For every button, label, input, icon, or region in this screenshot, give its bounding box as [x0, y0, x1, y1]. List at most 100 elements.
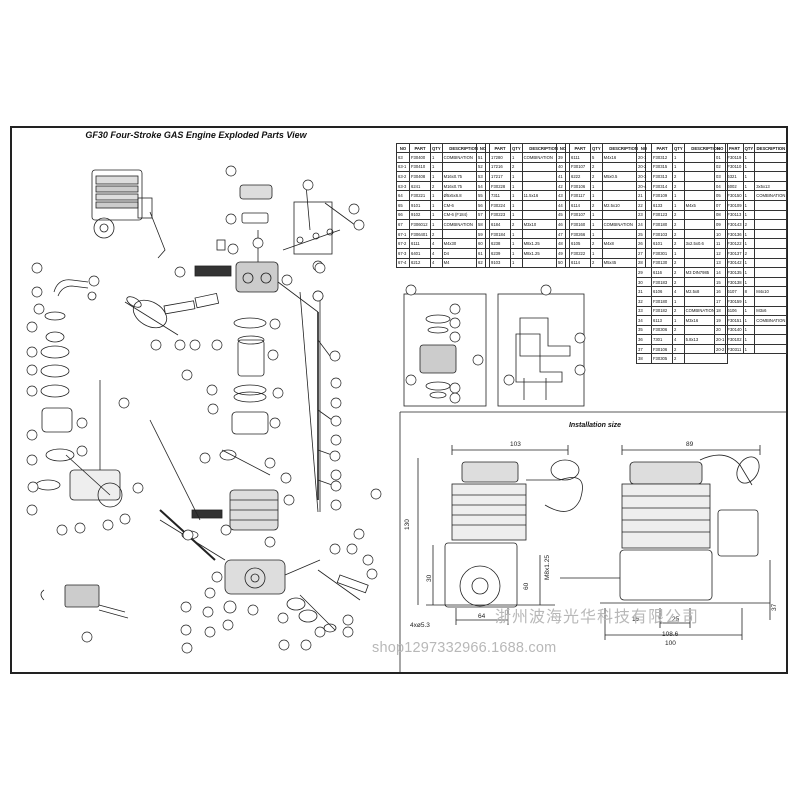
table-cell: 2 [742, 219, 756, 230]
table-cell: 17216 [489, 161, 511, 173]
table-header-cell: QTY [590, 143, 603, 153]
table-cell: F30183 [651, 276, 673, 288]
table-header-cell: QTY [510, 143, 523, 153]
table-cell: 4 [430, 247, 443, 259]
table-cell: 23 [636, 209, 652, 221]
table-cell [754, 257, 788, 269]
table-cell: 02 [713, 161, 727, 173]
table-cell: 6239 [489, 247, 511, 259]
table-cell: COMBINATION [754, 190, 788, 201]
table-cell: 44 [556, 199, 570, 211]
engine-thumbnail [91, 169, 166, 259]
table-cell: 17217 [489, 171, 511, 182]
table-cell: 1 [742, 209, 756, 221]
exhaust-header [53, 279, 97, 301]
table-cell: 1 [430, 199, 443, 211]
table-header-cell: DESCRIPTION [754, 143, 788, 153]
dim-width-left: 103 [510, 441, 521, 448]
table-cell: 1 [510, 247, 523, 259]
table-cell: 51 [476, 152, 490, 163]
table-cell: 2 [430, 180, 443, 192]
table-cell: 1 [742, 180, 756, 192]
table-cell [754, 219, 788, 230]
table-cell: F30160 [569, 219, 591, 230]
table-cell: F30313 [651, 171, 673, 182]
table-cell: 7301 [651, 334, 673, 345]
table-cell: F30107 [569, 209, 591, 221]
table-cell: 2 [590, 161, 603, 173]
table-cell: 29 [636, 267, 652, 278]
table-cell: 1 [510, 228, 523, 240]
table-header-cell: NO [476, 143, 490, 153]
table-cell: F30102 [725, 334, 744, 345]
table-cell: F30221 [409, 190, 431, 201]
table-cell: 35 [636, 324, 652, 336]
table-header-cell: PART [725, 143, 744, 153]
dim-thread: M8x1.25 [544, 555, 551, 580]
table-cell: 36 [636, 334, 652, 345]
table-cell: 1 [742, 315, 756, 326]
table-cell [754, 324, 788, 336]
table-cell: F30228 [489, 180, 511, 192]
table-cell: 1 [672, 295, 685, 307]
table-cell: F306012 [409, 219, 431, 230]
install-front-view [417, 445, 583, 625]
table-cell: F30109 [725, 199, 744, 211]
table-cell: 63-1 [396, 161, 410, 173]
piston-and-cylinder [191, 317, 279, 531]
table-cell: 1 [672, 161, 685, 173]
table-cell: 6111 [569, 152, 591, 163]
table-cell: 53 [476, 171, 490, 182]
table-cell: 6111 [409, 238, 431, 249]
table-cell: F30142 [725, 257, 744, 269]
table-cell: 05 [713, 190, 727, 201]
table-cell: 34 [636, 315, 652, 326]
table-cell: 6105 [569, 238, 591, 249]
table-cell: 2 [672, 228, 685, 240]
table-cell: 19 [713, 315, 727, 326]
table-cell: 50 [556, 257, 570, 269]
table-cell: 1 [510, 180, 523, 192]
table-cell: F30311 [725, 343, 744, 355]
table-cell: F30106 [569, 180, 591, 192]
table-cell: F30266 [569, 228, 591, 240]
table-cell: 20-1 [713, 334, 727, 345]
dim-offset-30: 30 [426, 574, 433, 582]
table-cell: 1 [510, 190, 523, 201]
table-cell: F30184 [489, 228, 511, 240]
table-cell: 2 [672, 324, 685, 336]
table-cell: 4 [672, 334, 685, 345]
table-cell: 4 [430, 238, 443, 249]
table-cell: 48 [556, 238, 570, 249]
table-cell: 1 [590, 228, 603, 240]
table-cell [754, 171, 788, 182]
table-cell: 9102 [409, 209, 431, 221]
table-cell: 67-1 [396, 228, 410, 240]
table-cell: 58 [476, 219, 490, 230]
table-cell: 2 [672, 180, 685, 192]
muffler [124, 292, 220, 336]
table-cell: F30224 [489, 199, 511, 211]
dim-width-right: 89 [686, 441, 694, 448]
table-cell: 41 [556, 171, 570, 182]
table-cell: 6107 [725, 286, 744, 297]
